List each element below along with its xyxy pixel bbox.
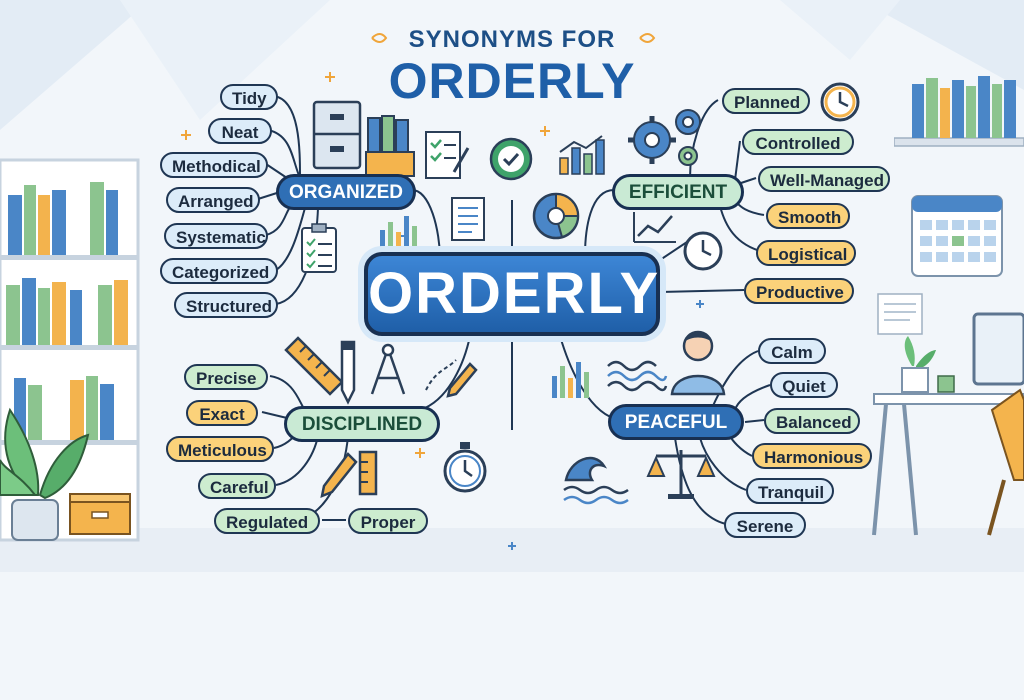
word-categorized: Categorized [160, 258, 278, 284]
chair-icon [990, 388, 1024, 481]
bookshelf-icon [894, 76, 1024, 147]
person-icon [670, 330, 726, 396]
word-quiet: Quiet [770, 372, 838, 398]
word-productive: Productive [744, 278, 854, 304]
word-serene: Serene [724, 512, 806, 538]
ruler-icon [358, 450, 378, 496]
bar-chart-icon [380, 216, 417, 248]
scales-icon [646, 450, 716, 499]
bar-chart-icon [559, 135, 605, 175]
gear-icon [628, 109, 701, 166]
word-logistical: Logistical [756, 240, 856, 266]
pencil-icon [425, 359, 478, 398]
word-neat: Neat [208, 118, 272, 144]
word-tranquil: Tranquil [746, 478, 834, 504]
wave-icon [607, 360, 668, 392]
title-line-1: SYNONYMS FOR [408, 26, 616, 53]
word-systematic: Systematic [164, 223, 268, 249]
word-harmonious: Harmonious [752, 443, 872, 469]
document-icon [877, 293, 923, 335]
clock-icon [820, 82, 860, 122]
document-icon [451, 197, 485, 241]
word-tidy: Tidy [220, 84, 278, 110]
word-exact: Exact [186, 400, 258, 426]
center-node: ORDERLY [364, 252, 660, 336]
word-structured: Structured [174, 292, 278, 318]
plant-icon [0, 407, 90, 541]
hub-organized: ORGANIZED [276, 174, 416, 210]
desk-icon [872, 312, 1024, 536]
clock-icon [683, 231, 723, 271]
folders-icon [365, 115, 415, 177]
pencil-icon [320, 452, 358, 499]
hub-disciplined: DISCIPLINED [284, 406, 440, 442]
calendar-icon [911, 195, 1003, 277]
word-arranged: Arranged [166, 187, 260, 213]
word-well-managed: Well-Managed [758, 166, 890, 192]
sparkle-icon [181, 33, 704, 550]
word-calm: Calm [758, 338, 826, 364]
word-meticulous: Meticulous [166, 436, 274, 462]
word-controlled: Controlled [742, 129, 854, 155]
stopwatch-icon [443, 442, 487, 493]
checklist-icon [425, 131, 470, 179]
file-cabinet-icon [312, 100, 362, 170]
word-precise: Precise [184, 364, 268, 390]
infographic: SYNONYMS FOR ORDERLY ORDERLY ORGANIZED E… [0, 0, 1024, 550]
wave-icon [563, 456, 629, 505]
box-icon [69, 493, 131, 535]
word-regulated: Regulated [214, 508, 320, 534]
compass-icon [370, 343, 406, 395]
pie-chart-icon [532, 192, 580, 240]
check-badge-icon [489, 137, 533, 181]
word-planned: Planned [722, 88, 810, 114]
title-line-2: ORDERLY [388, 53, 636, 109]
word-methodical: Methodical [160, 152, 268, 178]
word-smooth: Smooth [766, 203, 850, 229]
line-chart-icon [633, 212, 676, 243]
word-proper: Proper [348, 508, 428, 534]
pencil-icon [340, 340, 356, 405]
word-careful: Careful [198, 473, 276, 499]
clipboard-icon [301, 223, 337, 273]
word-balanced: Balanced [764, 408, 860, 434]
bar-chart-icon [552, 362, 589, 398]
hub-peaceful: PEACEFUL [608, 404, 744, 440]
hub-efficient: EFFICIENT [612, 174, 744, 210]
monitor-icon [972, 312, 1024, 386]
